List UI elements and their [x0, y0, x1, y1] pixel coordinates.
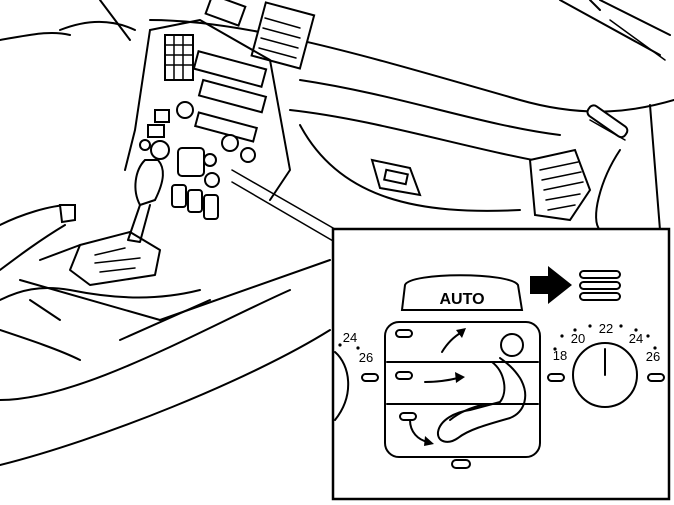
- left-dial-tick-26: 26: [359, 350, 373, 365]
- left-temp-dial[interactable]: 24 26: [334, 330, 379, 421]
- upper-left-vent: [204, 0, 316, 70]
- auto-button[interactable]: AUTO: [400, 274, 524, 311]
- airflow-mid-indicator: [395, 371, 413, 380]
- right-dial-tick-20: 20: [571, 331, 585, 346]
- auto-button-label: AUTO: [439, 291, 484, 308]
- left-armrest: [0, 204, 331, 466]
- arrow-right-icon: [424, 372, 465, 383]
- center-console: [19, 19, 291, 321]
- right-dial-tick-26: 26: [646, 349, 660, 364]
- airflow-up-indicator: [395, 329, 413, 338]
- left-dial-tick-24: 24: [343, 330, 357, 345]
- right-dial-indicator-left: [547, 373, 565, 382]
- bottom-indicator: [451, 459, 471, 469]
- left-dial-indicator: [361, 373, 379, 382]
- right-dial-tick-24: 24: [629, 331, 643, 346]
- dashboard-illustration: [0, 0, 674, 466]
- right-dial-tick-18: 18: [553, 348, 567, 363]
- airflow-down-indicator: [399, 412, 417, 421]
- right-dial-tick-22: 22: [599, 321, 613, 336]
- dash-vent-right: [528, 148, 592, 222]
- callout-line-lower: [231, 181, 341, 246]
- arrow-down-right-icon: [409, 419, 434, 446]
- seat-icon: [436, 333, 527, 443]
- inset-panel: AUTO 24 26: [331, 227, 671, 501]
- callout-line-upper: [231, 169, 341, 233]
- arrow-up-right-icon: [441, 328, 466, 353]
- three-bars-icon: [579, 270, 621, 301]
- right-arrow-icon: [530, 266, 572, 304]
- side-vent-right: [586, 104, 629, 141]
- right-temp-dial[interactable]: 18 20 22 24 26: [547, 321, 665, 408]
- right-dial-indicator-right: [647, 373, 665, 382]
- airflow-face-button[interactable]: [387, 362, 538, 404]
- glovebox-handle: [370, 158, 422, 197]
- airflow-panel: [384, 321, 541, 458]
